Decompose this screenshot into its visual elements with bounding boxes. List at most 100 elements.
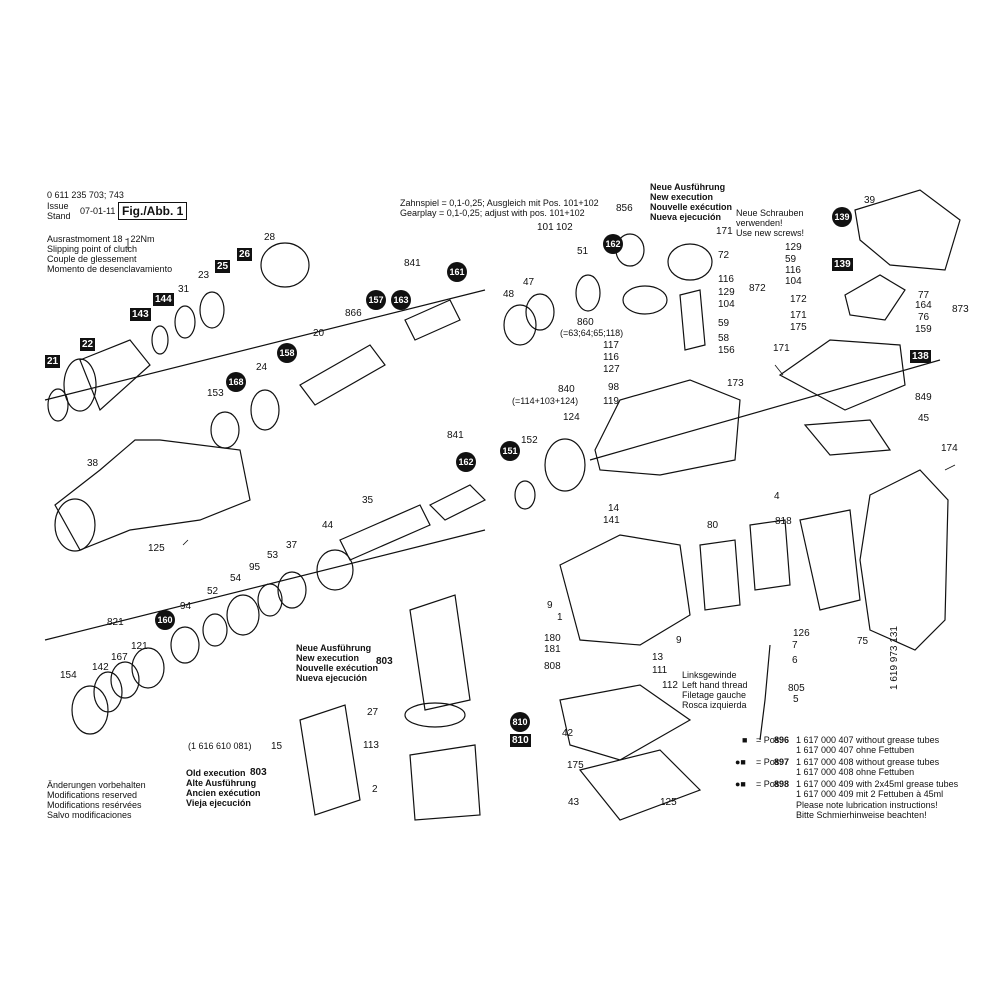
part-80-switch bbox=[699, 539, 741, 611]
legend-symbol-3: ●■ bbox=[735, 779, 746, 789]
clutch-note-1: Ausrastmoment 18 - 22Nm bbox=[47, 234, 155, 244]
label-119: 119 bbox=[603, 396, 619, 407]
label-127: 127 bbox=[603, 364, 620, 375]
left-thread-3: Filetage gauche bbox=[682, 690, 747, 700]
label-44: 44 bbox=[322, 520, 334, 531]
callout-circle-161: 161 bbox=[447, 262, 467, 282]
label-35: 35 bbox=[362, 495, 374, 506]
label-7: 7 bbox=[792, 640, 798, 651]
label-53: 53 bbox=[267, 550, 279, 561]
subset-note-2: (=114+103+124) bbox=[512, 396, 579, 406]
label-43: 43 bbox=[568, 797, 580, 808]
label-173: 173 bbox=[727, 378, 744, 389]
label-15: 15 bbox=[271, 741, 283, 752]
changes-note-4: Salvo modificaciones bbox=[47, 810, 132, 820]
part-28 bbox=[260, 242, 310, 288]
clutch-note-4: Momento de desenclavamiento bbox=[47, 264, 173, 274]
label-805: 805 bbox=[788, 683, 805, 694]
legend-symbol-1: ■ bbox=[742, 735, 748, 745]
stand-label: Stand bbox=[47, 211, 71, 221]
part-37 bbox=[277, 571, 307, 609]
label-129a: 129 bbox=[785, 242, 802, 253]
label-75: 75 bbox=[857, 636, 869, 647]
old-exec-number: 803 bbox=[250, 767, 267, 778]
part-2-stator bbox=[409, 744, 481, 821]
part-153 bbox=[210, 411, 240, 449]
callout-circle-810: 810 bbox=[510, 712, 530, 732]
callout-circle-158: 158 bbox=[277, 343, 297, 363]
label-873: 873 bbox=[952, 304, 969, 315]
doc-number: 0 611 235 703; 743 bbox=[47, 190, 124, 200]
part-840-gearbox bbox=[594, 379, 741, 476]
new-exec-mid-1: Neue Ausführung bbox=[296, 643, 372, 653]
label-841b: 841 bbox=[447, 430, 464, 441]
callout-circle-162: 162 bbox=[456, 452, 476, 472]
legend-line-3a: 1 617 000 409 with 2x45ml grease tubes bbox=[796, 779, 959, 789]
divider-line bbox=[589, 359, 941, 461]
callout-square-810: 810 bbox=[510, 734, 531, 747]
legend-line-2a: 1 617 000 408 without grease tubes bbox=[796, 757, 940, 767]
subset-note-1: (=63;64;65;118) bbox=[560, 328, 624, 338]
left-thread-2: Left hand thread bbox=[682, 680, 748, 690]
part-44 bbox=[316, 549, 354, 591]
new-screws-3: Use new screws! bbox=[736, 228, 805, 238]
legend-footer-1: Please note lubrication instructions! bbox=[796, 800, 938, 810]
gearplay-note-1: Zahnspiel = 0,1-0,25; Ausgleich mit Pos.… bbox=[400, 198, 599, 208]
label-175b: 175 bbox=[567, 760, 584, 771]
label-59a: 59 bbox=[785, 254, 797, 265]
label-31: 31 bbox=[178, 284, 190, 295]
label-95: 95 bbox=[249, 562, 261, 573]
label-112: 112 bbox=[662, 680, 678, 691]
label-125b: 125 bbox=[660, 797, 677, 808]
part-22 bbox=[63, 358, 97, 412]
label-45: 45 bbox=[918, 413, 930, 424]
part-72 bbox=[667, 243, 713, 281]
label-840: 840 bbox=[558, 384, 575, 395]
label-167: 167 bbox=[111, 652, 128, 663]
legend-line-2b: 1 617 000 408 ohne Fettuben bbox=[796, 767, 915, 777]
label-125a: 125 bbox=[148, 543, 165, 554]
label-821: 821 bbox=[107, 617, 124, 628]
callout-square-138: 138 bbox=[910, 350, 931, 363]
old-exec-4: Vieja ejecución bbox=[186, 798, 251, 808]
part-38-housing bbox=[54, 439, 251, 551]
changes-note-2: Modifications reserved bbox=[47, 790, 138, 800]
part-138-housing bbox=[778, 339, 906, 411]
part-94 bbox=[170, 626, 200, 664]
new-exec-top-2: New execution bbox=[650, 192, 714, 202]
label-9b: 9 bbox=[676, 635, 682, 646]
label-13: 13 bbox=[652, 652, 664, 663]
part-53 bbox=[257, 583, 283, 617]
callout-circle-139: 139 bbox=[832, 207, 852, 227]
part-35 bbox=[339, 504, 431, 561]
label-808: 808 bbox=[544, 661, 561, 672]
label-803: 803 bbox=[376, 656, 393, 667]
label-23: 23 bbox=[198, 270, 210, 281]
part-841b bbox=[428, 484, 487, 521]
part-873-knob bbox=[844, 274, 906, 321]
part-27 bbox=[404, 702, 466, 728]
part-23 bbox=[199, 291, 225, 329]
new-exec-mid-3: Nouvelle exécution bbox=[296, 663, 379, 673]
vertical-doc-number: 1 619 973 131 bbox=[889, 626, 900, 690]
label-76: 76 bbox=[918, 312, 930, 323]
part-38-nose bbox=[54, 498, 96, 552]
label-860: 860 bbox=[577, 317, 594, 328]
label-156: 156 bbox=[718, 345, 735, 356]
part-818-switch bbox=[749, 519, 791, 591]
figure-label: Fig./Abb. 1 bbox=[118, 202, 188, 220]
label-113: 113 bbox=[363, 740, 379, 751]
label-102: 102 bbox=[556, 222, 573, 233]
label-52: 52 bbox=[207, 586, 219, 597]
part-152 bbox=[544, 438, 586, 492]
callout-square-143: 143 bbox=[130, 308, 151, 321]
part-45-bracket bbox=[803, 419, 892, 456]
label-42: 42 bbox=[562, 728, 574, 739]
new-exec-top-1: Neue Ausführung bbox=[650, 182, 726, 192]
part-22-body bbox=[79, 339, 151, 412]
new-exec-mid-4: Nueva ejecución bbox=[296, 673, 368, 683]
label-5: 5 bbox=[793, 694, 799, 705]
label-2: 2 bbox=[372, 784, 378, 795]
label-98: 98 bbox=[608, 382, 620, 393]
